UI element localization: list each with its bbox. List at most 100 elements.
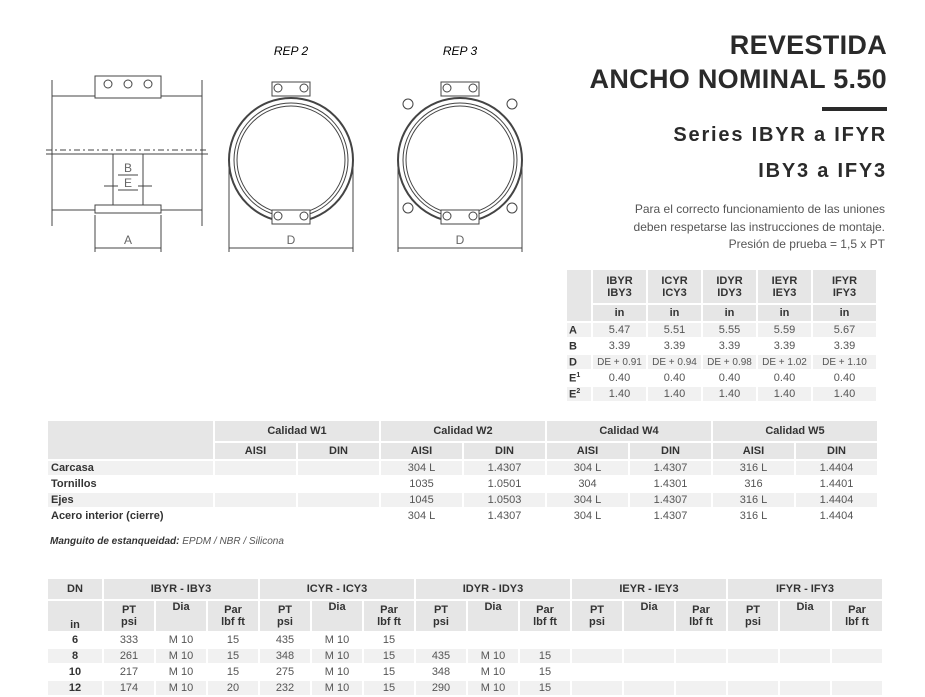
row-label: B: [569, 340, 577, 353]
table-row: E2 1.40 1.40 1.40 1.40 1.40: [567, 387, 876, 401]
table-cell: 304 L: [547, 493, 628, 507]
table-cell: 316: [744, 478, 763, 490]
table-row: Ejes 1045 1.0503 304 L 1.4307 316 L 1.44…: [48, 493, 877, 507]
table-cell: 275: [275, 666, 295, 678]
table-cell: M 10: [324, 634, 350, 646]
dim-d-label-rep2: D: [287, 233, 296, 247]
table-cell: 1.4404: [796, 493, 877, 507]
table-cell: 1.40: [703, 387, 756, 401]
row-label: Tornillos: [51, 478, 97, 490]
table-row: E1 0.40 0.40 0.40 0.40 0.40: [567, 371, 876, 385]
table-cell: DE + 1.02: [758, 355, 811, 369]
table-cell: 304: [578, 478, 597, 490]
sleeve-value: EPDM / NBR / Silicona: [182, 536, 284, 547]
aisi-header: AISI: [381, 443, 462, 459]
aisi-header: AISI: [215, 443, 296, 459]
table-cell: 5.67: [813, 323, 876, 337]
dn-value: 10: [68, 666, 82, 678]
dim-a-label: A: [124, 233, 132, 247]
col-header: Dia: [156, 601, 206, 631]
coupling-drawing-svg: REP 2 REP 3 A B E D D: [46, 44, 523, 252]
table-cell: 1.0501: [487, 478, 522, 490]
table-cell: 5.59: [758, 323, 811, 337]
group-header: IBYR - IBY3: [104, 579, 258, 599]
table-cell: [416, 633, 466, 647]
table-cell: 1.40: [648, 387, 701, 401]
table-cell: [832, 681, 882, 695]
table-cell: 15: [538, 666, 552, 678]
table-cell: [624, 665, 674, 679]
table-cell: 435: [275, 634, 295, 646]
table-cell: [624, 633, 674, 647]
table-row: Carcasa 304 L 1.4307 304 L 1.4307 316 L …: [48, 461, 877, 475]
row-label: E1: [569, 371, 581, 385]
din-header: DIN: [464, 443, 545, 459]
table-cell: M 10: [168, 634, 194, 646]
table-cell: 1.40: [813, 387, 876, 401]
col-header: Dia: [468, 601, 518, 631]
table-cell: [728, 649, 778, 663]
side-view: [46, 75, 208, 252]
assembly-note: Para el correcto funcionamiento de las u…: [634, 201, 885, 254]
quality-header: Calidad W4: [547, 421, 711, 441]
table-cell: [832, 633, 882, 647]
table-cell: DE + 1.10: [813, 355, 876, 369]
table-cell: 304 L: [573, 510, 602, 522]
table-cell: [298, 461, 379, 475]
table-cell: [468, 633, 518, 647]
rep2-view: [228, 81, 354, 252]
dn-value: 6: [71, 634, 79, 646]
table-cell: M 10: [312, 681, 362, 695]
quality-header: Calidad W1: [215, 421, 379, 441]
table-cell: 232: [260, 681, 310, 695]
sleeve-label: Manguito de estanqueidad:: [50, 536, 180, 547]
materials-corner: [48, 421, 213, 459]
row-label: Acero interior (cierre): [51, 510, 164, 522]
col-header: Dia: [624, 601, 674, 631]
table-cell: 15: [208, 649, 258, 663]
table-cell: M 10: [168, 666, 194, 678]
table-cell: [572, 681, 622, 695]
table-row: A 5.47 5.51 5.55 5.59 5.67: [567, 323, 876, 337]
page-subtitle: ANCHO NOMINAL 5.50: [589, 64, 887, 94]
table-cell: [215, 509, 296, 523]
table-cell: M 10: [480, 666, 506, 678]
table-cell: 5.47: [593, 323, 646, 337]
table-cell: [780, 681, 830, 695]
table-cell: 0.40: [833, 372, 856, 384]
table-cell: [780, 649, 830, 663]
table-cell: 316 L: [713, 493, 794, 507]
group-header: ICYR - ICY3: [260, 579, 414, 599]
dn-value: 12: [48, 681, 102, 695]
table-cell: [676, 633, 726, 647]
table-cell: DE + 0.91: [593, 355, 646, 369]
table-cell: 1.4307: [487, 510, 522, 522]
table-cell: 0.40: [608, 372, 631, 384]
dim-e-label: E: [124, 176, 132, 190]
table-cell: 1.4307: [630, 461, 711, 475]
dim-b-label: B: [124, 161, 132, 175]
row-label: Ejes: [48, 493, 213, 507]
table-cell: [676, 649, 726, 663]
table-row: 8 261 M 10 15 348 M 10 15 435 M 10 15: [48, 649, 882, 663]
unit-header: in: [648, 305, 701, 321]
table-cell: [676, 681, 726, 695]
table-cell: 1.40: [593, 387, 646, 401]
table-cell: 0.40: [773, 372, 796, 384]
title-divider: [822, 107, 887, 111]
table-cell: 15: [520, 649, 570, 663]
table-cell: [572, 665, 622, 679]
table-cell: 174: [104, 681, 154, 695]
note-line: deben respetarse las instrucciones de mo…: [633, 219, 885, 234]
table-cell: 0.40: [663, 372, 686, 384]
table-cell: 15: [520, 681, 570, 695]
table-cell: 3.39: [833, 340, 856, 352]
table-cell: M 10: [156, 649, 206, 663]
table-cell: 1.4401: [819, 478, 854, 490]
table-cell: 1.4307: [653, 510, 688, 522]
din-header: DIN: [630, 443, 711, 459]
